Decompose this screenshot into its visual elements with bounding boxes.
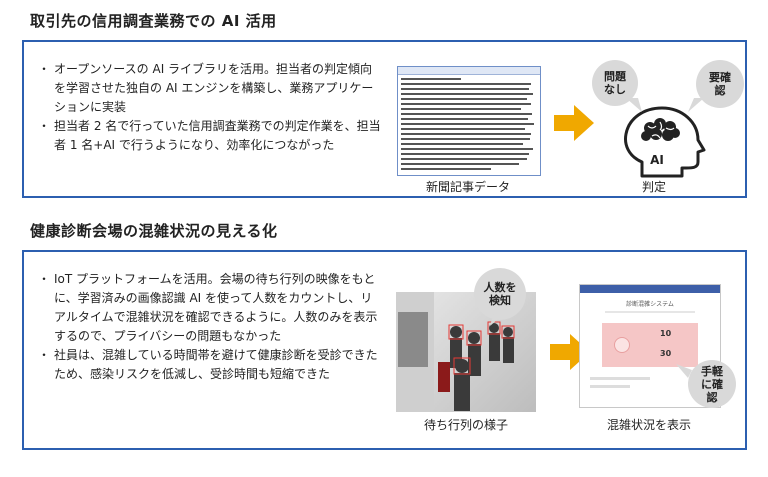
section1-bullet-1: オープンソースの AI ライブラリを活用。担当者の判定傾向を学習させた独自の A… [38,60,382,117]
section1-bullet-2: 担当者 2 名で行っていた信用調査業務での判定作業を、担当者 1 名+AI で行… [38,117,382,155]
screen-icon [614,337,630,353]
screen-pink-panel: 10 30 [602,323,698,367]
screen-header-bar [580,285,720,293]
ai-label: AI [650,153,664,167]
bubble-tail [490,312,506,326]
bubble-need-check: 要確認 [696,60,744,108]
display-caption: 混雑状況を表示 [606,418,691,432]
news-data-image [397,66,541,176]
bubble-count-detected: 人数を検知 [474,268,526,320]
news-caption: 新聞記事データ [425,180,510,194]
judge-caption: 判定 [641,180,666,194]
bubble-tail [626,98,642,112]
bubble-tail [676,364,692,378]
screen-value-b: 30 [660,349,672,358]
screen-title: 診断混雑システム [626,301,674,308]
screen-value-a: 10 [660,329,672,338]
section1-panel: オープンソースの AI ライブラリを活用。担当者の判定傾向を学習させた独自の A… [22,40,747,198]
section1-title: 取引先の信用調査業務での AI 活用 [30,12,277,30]
section2-title: 健康診断会場の混雑状況の見える化 [30,222,278,240]
queue-people [396,292,515,412]
news-text-lines [401,78,534,170]
queue-photo [396,292,536,412]
section1-bullets: オープンソースの AI ライブラリを活用。担当者の判定傾向を学習させた独自の A… [38,60,382,155]
bubble-easy-check: 手軽に確認 [688,360,736,408]
section2-bullets: IoT プラットフォームを活用。会場の待ち行列の映像をもとに、学習済みの画像認識… [38,270,382,384]
bubble-tail [688,98,704,112]
ai-head-icon [624,106,706,178]
section2-panel: IoT プラットフォームを活用。会場の待ち行列の映像をもとに、学習済みの画像認識… [22,250,747,450]
queue-caption: 待ち行列の様子 [423,418,508,432]
section2-bullet-1: IoT プラットフォームを活用。会場の待ち行列の映像をもとに、学習済みの画像認識… [38,270,382,346]
section1-arrow-icon [554,105,594,141]
section2-bullet-2: 社員は、混雑している時間帯を避けて健康診断を受診できたため、感染リスクを低減し、… [38,346,382,384]
